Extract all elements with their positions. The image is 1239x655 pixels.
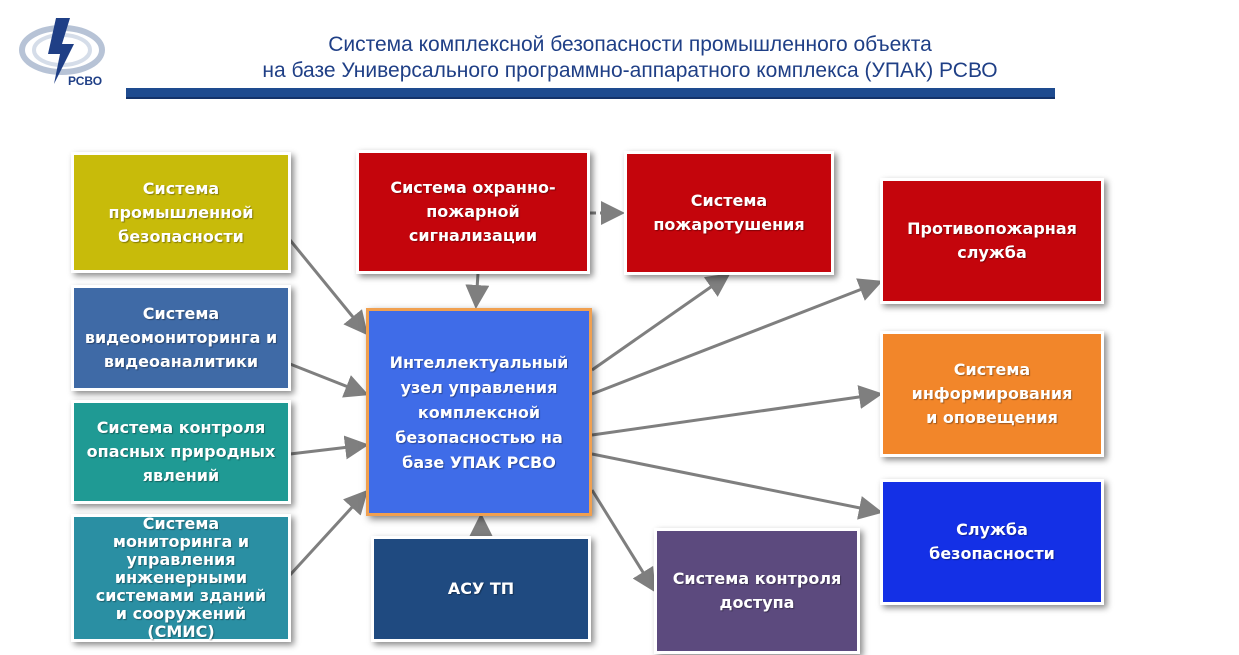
arrow-firealarm-to-center bbox=[465, 272, 490, 309]
box-asu-tp-label: АСУ ТП bbox=[447, 579, 515, 598]
box-control-node-label: Интеллектуальный узел управления комплек… bbox=[389, 352, 569, 472]
box-fire-service: Противопожарная служба bbox=[880, 178, 1104, 304]
arrow-industrial-to-center bbox=[288, 239, 368, 336]
arrow-video-to-center bbox=[289, 362, 369, 398]
box-access-control-label: Система контроля доступа bbox=[672, 569, 842, 612]
title-line-2: на базе Универсального программно-аппара… bbox=[262, 59, 998, 82]
box-fire-alarm-label: Система охранно-пожарной сигнализации bbox=[390, 178, 556, 245]
title-line-1: Система комплексной безопасности промышл… bbox=[328, 33, 932, 56]
title-underline bbox=[126, 88, 1055, 99]
box-extinguishing-label: Система пожаротушения bbox=[653, 191, 805, 234]
box-access-control: Система контроля доступа bbox=[654, 528, 860, 654]
page-title: Система комплексной безопасности промышл… bbox=[130, 32, 1130, 84]
box-smis-label: Система мониторинга и управления инженер… bbox=[95, 514, 267, 641]
box-industrial-safety: Система промышленной безопасности bbox=[71, 152, 291, 273]
rsvo-logo: РСВО bbox=[16, 14, 108, 92]
logo-text: РСВО bbox=[68, 74, 103, 88]
box-security-service-label: Служба безопасности bbox=[929, 520, 1055, 563]
box-natural-hazards-label: Система контроля опасных природных явлен… bbox=[86, 418, 276, 485]
arrow-center-to-extinguishing bbox=[591, 273, 731, 372]
box-video-monitoring-label: Система видеомониторинга и видеоаналитик… bbox=[84, 304, 278, 371]
box-asu-tp: АСУ ТП bbox=[371, 536, 591, 642]
box-fire-service-label: Противопожарная служба bbox=[907, 219, 1077, 262]
box-natural-hazards: Система контроля опасных природных явлен… bbox=[71, 400, 291, 504]
arrow-center-to-notification bbox=[591, 385, 883, 437]
box-industrial-safety-label: Система промышленной безопасности bbox=[108, 178, 254, 246]
box-security-service: Служба безопасности bbox=[880, 479, 1104, 605]
arrow-natural-to-center bbox=[289, 435, 369, 460]
arrow-center-to-fire-service bbox=[591, 278, 883, 396]
arrow-smis-to-center bbox=[288, 489, 369, 577]
box-control-node: Интеллектуальный узел управления комплек… bbox=[366, 308, 592, 516]
box-notification-label: Система информирования и оповещения bbox=[911, 360, 1073, 427]
box-extinguishing: Система пожаротушения bbox=[624, 151, 834, 275]
box-video-monitoring: Система видеомониторинга и видеоаналитик… bbox=[71, 285, 291, 391]
box-fire-alarm: Система охранно-пожарной сигнализации bbox=[356, 150, 590, 274]
arrow-center-to-security bbox=[591, 452, 883, 520]
box-smis: Система мониторинга и управления инженер… bbox=[71, 514, 291, 642]
box-notification: Система информирования и оповещения bbox=[880, 331, 1104, 457]
arrow-center-to-access bbox=[590, 489, 656, 593]
